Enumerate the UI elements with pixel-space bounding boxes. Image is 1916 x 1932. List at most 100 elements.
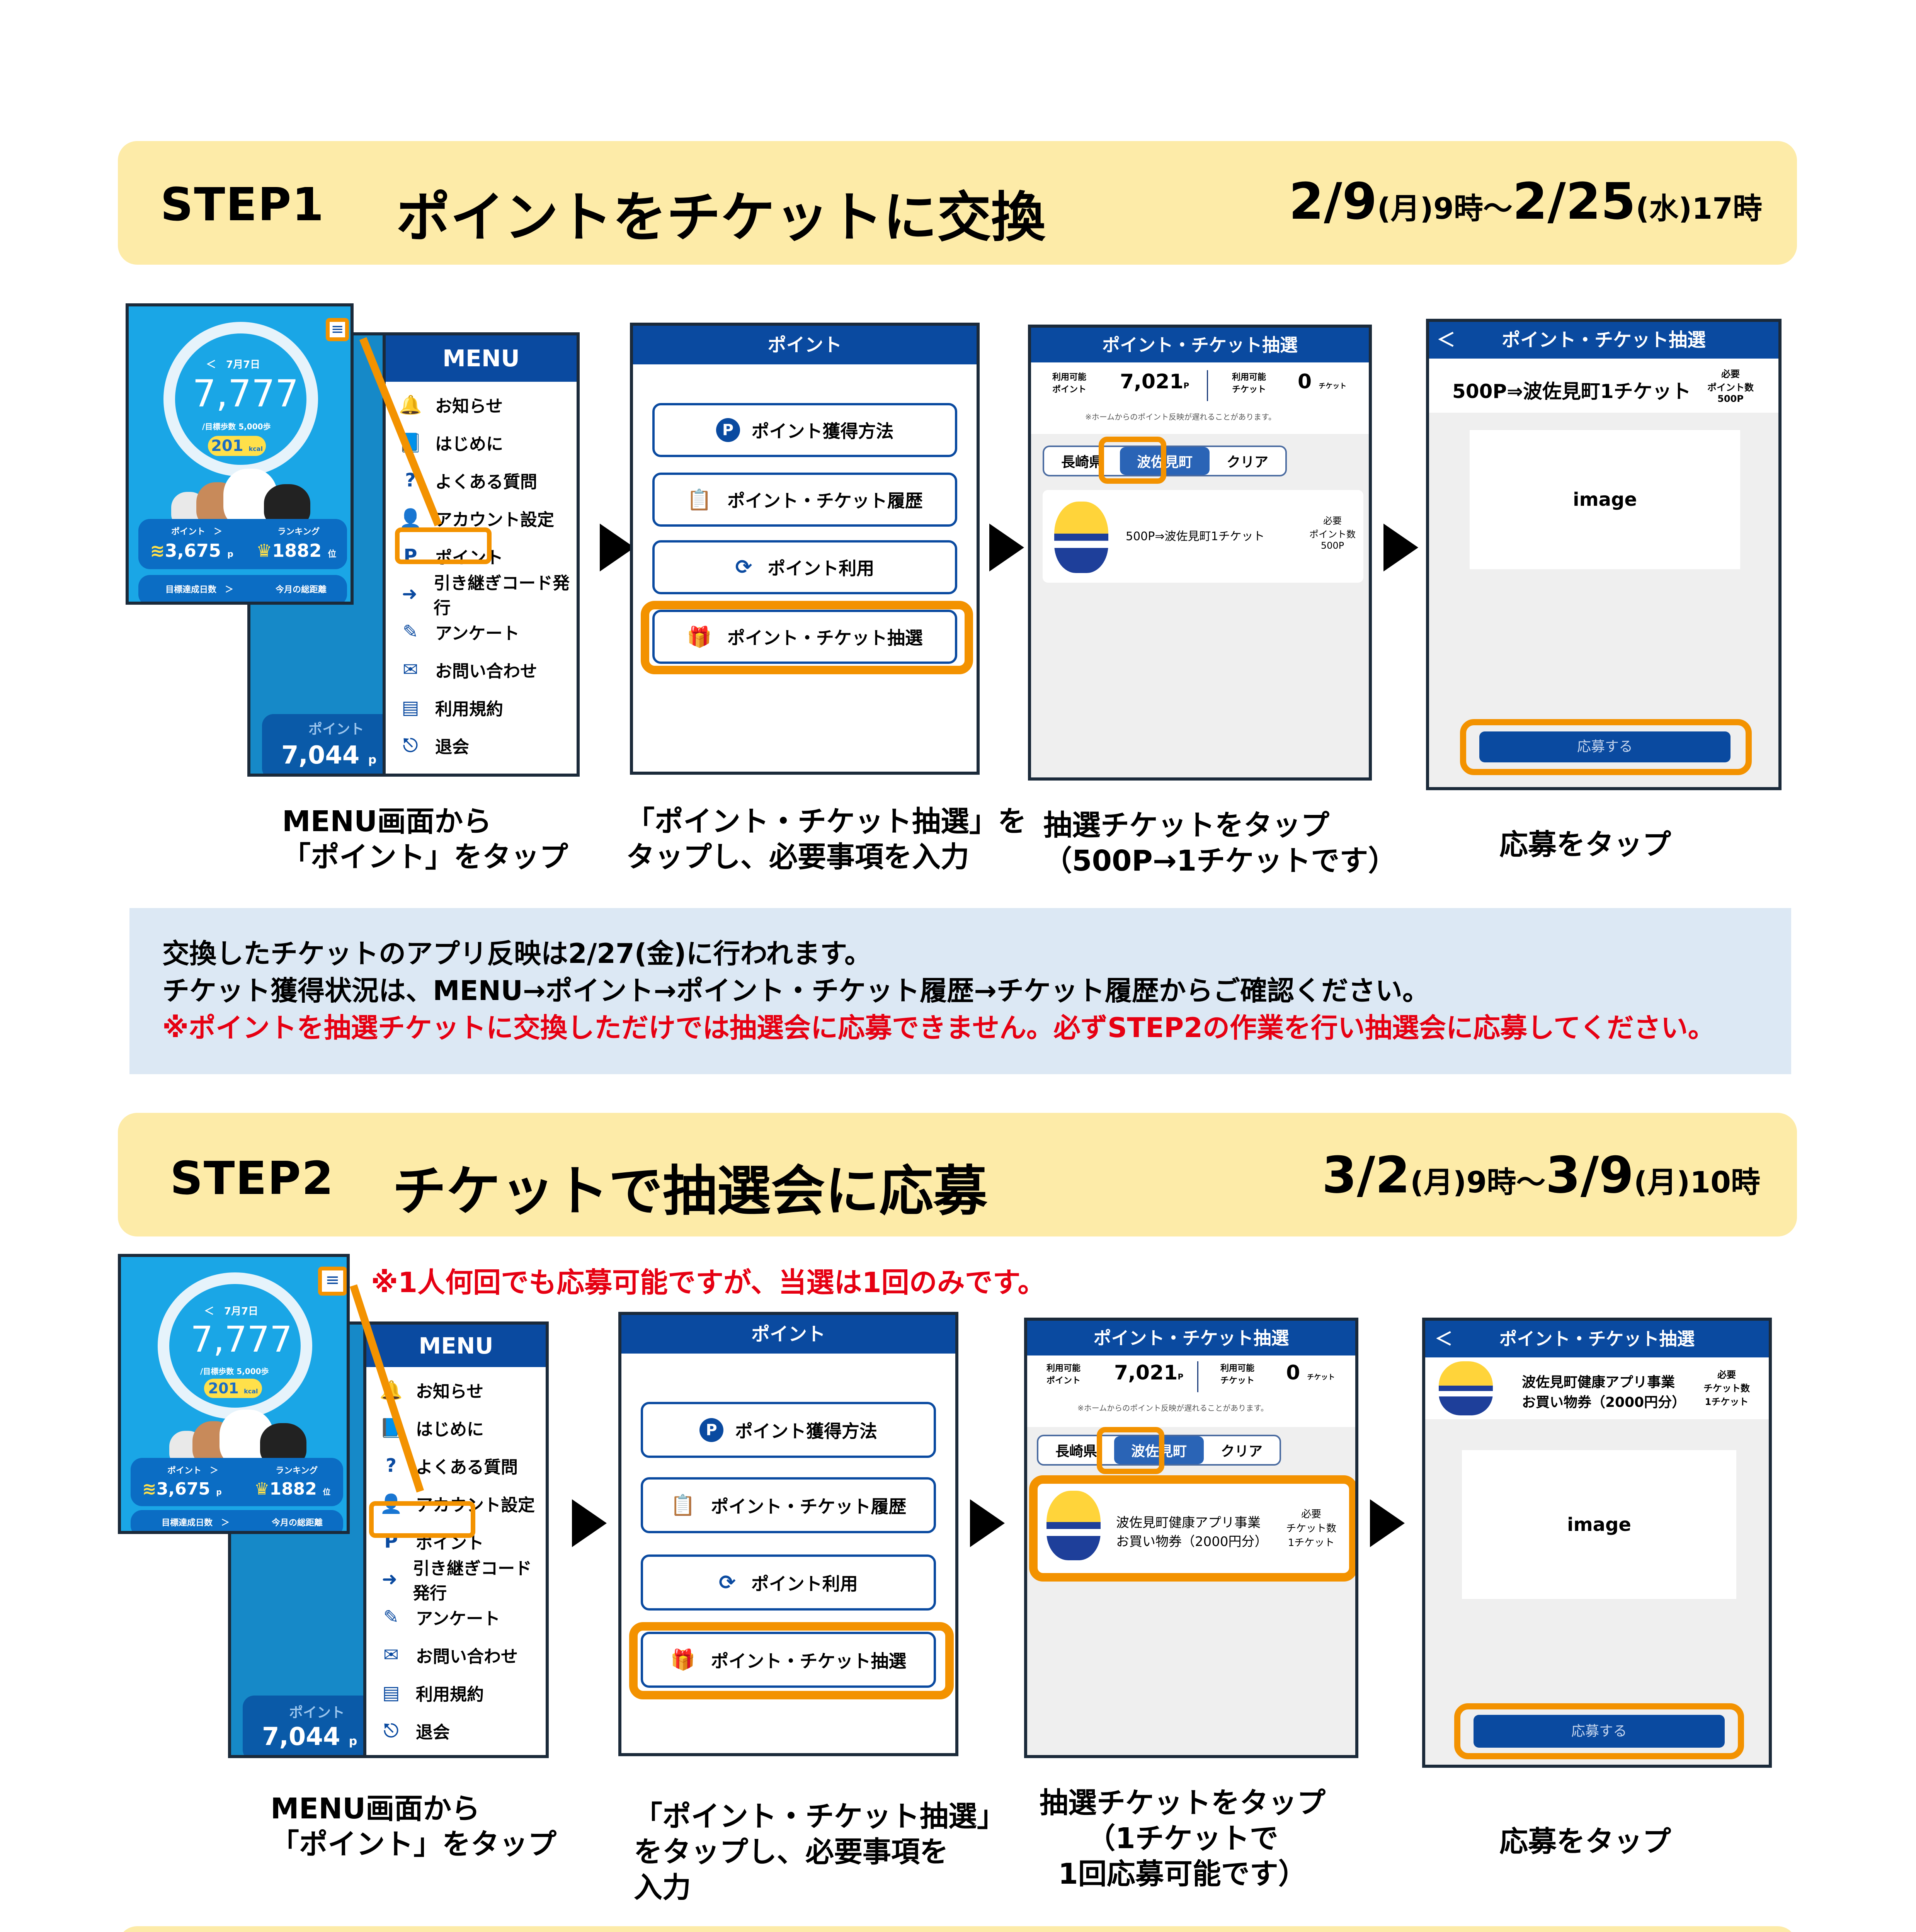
step1-header: STEP1 ポイントをチケットに交換 2/9(月)9時～2/25(水)17時 (118, 141, 1797, 265)
menu-item-label: はじめに (416, 1420, 484, 1439)
step1-caption-3: 抽選チケットをタップ （500P→1チケットです） (1043, 809, 1397, 878)
mail-icon: ✉ (402, 659, 419, 680)
transfer-icon: ➜ (402, 583, 418, 605)
menu-item-label: 利用規約 (435, 699, 503, 719)
tab-nagasaki[interactable]: 長崎県 (1055, 1444, 1098, 1459)
menu-item-label: アンケート (435, 624, 520, 643)
exit-icon: ⎋ (384, 1719, 398, 1742)
menu-point-highlight (395, 527, 492, 564)
menu-item-label: お問い合わせ (435, 662, 537, 681)
refresh-icon: ⟳ (735, 556, 752, 579)
mascot-image (1054, 502, 1108, 573)
step2-caption-1: MENU画面から 「ポイント」をタップ (271, 1792, 556, 1861)
menu-item-3[interactable]: 👤 アカウント設定 (386, 499, 577, 537)
survey-icon: ✎ (383, 1606, 399, 1628)
ticket-item[interactable]: 500P⇒波佐見町1チケット 必要 ポイント数 500P (1043, 490, 1363, 583)
menu-item-9[interactable]: ⎋ 退会 (366, 1712, 546, 1750)
prize-image-placeholder: image (1462, 1450, 1736, 1599)
menu-item-6[interactable]: ✎ アンケート (366, 1598, 546, 1636)
survey-icon: ✎ (402, 621, 419, 643)
menu-item-5[interactable]: ➜ 引き継ぎコード発行 (386, 573, 577, 618)
menu-item-2[interactable]: ? よくある質問 (366, 1447, 546, 1485)
point-use-button[interactable]: ⟳ポイント利用 (652, 540, 957, 594)
point-use-button[interactable]: ⟳ポイント利用 (641, 1554, 936, 1611)
point-ticket-history-button[interactable]: 📋ポイント・チケット履歴 (652, 473, 957, 527)
step1-label: STEP1 (160, 178, 325, 231)
step3-header: STEP3 当選結果を確認 3/13(金)9時 (118, 1926, 1797, 1932)
terms-icon: ▤ (402, 697, 419, 718)
tab-clear[interactable]: クリア (1221, 1444, 1263, 1459)
tab-nagasaki[interactable]: 長崎県 (1061, 454, 1103, 470)
step1-lottery-screen: ポイント・チケット抽選 利用可能 ポイント 7,021P 利用可能 チケット 0… (1028, 325, 1372, 781)
back-icon[interactable]: ＜ (1435, 1328, 1453, 1349)
menu-item-label: お問い合わせ (416, 1647, 518, 1667)
menu-item-0[interactable]: 🔔 お知らせ (386, 386, 577, 423)
clipboard-icon: 📋 (687, 488, 712, 512)
bell-icon: 🔔 (399, 394, 422, 416)
menu-item-label: よくある質問 (416, 1458, 518, 1477)
menu-item-1[interactable]: 📘はじめに (386, 423, 577, 461)
menu-item-label: はじめに (435, 434, 503, 454)
step2-label: STEP2 (170, 1151, 334, 1205)
menu-item-8[interactable]: ▤ 利用規約 (386, 689, 577, 726)
next-arrow-icon (989, 524, 1024, 571)
menu-item-label: アンケート (416, 1609, 500, 1629)
menu-item-label: よくある質問 (435, 472, 537, 492)
mascot-image (1439, 1361, 1493, 1415)
step2-caption-4: 応募をタップ (1499, 1825, 1671, 1858)
menu-item-7[interactable]: ✉ お問い合わせ (386, 651, 577, 689)
menu-item-7[interactable]: ✉ お問い合わせ (366, 1636, 546, 1674)
next-arrow-icon (1383, 524, 1418, 571)
notice-box: 交換したチケットのアプリ反映は2/27(金)に行われます。 チケット獲得状況は、… (129, 908, 1791, 1074)
menu-item-label: 利用規約 (416, 1685, 484, 1704)
menu-item-2[interactable]: ?よくある質問 (386, 461, 577, 499)
step2-date: 3/2(月)9時～3/9(月)10時 (1322, 1146, 1760, 1204)
gift-icon: 🎁 (687, 625, 712, 649)
step1-date: 2/9(月)9時～2/25(水)17時 (1289, 172, 1762, 231)
menu-hamburger-icon[interactable]: ≡ (326, 318, 349, 341)
menu-hamburger-icon[interactable]: ≡ (318, 1267, 347, 1296)
menu-item-label: ポイント (435, 548, 503, 568)
mascot-image (1046, 1491, 1101, 1560)
menu-item-8[interactable]: ▤利用規約 (366, 1674, 546, 1712)
point-icon: P (716, 418, 740, 442)
menu-item-5[interactable]: ➜引き継ぎコード発行 (366, 1559, 546, 1603)
step2-home-screen: ≡ ＜ 7月7日 7,777 /目標歩数 5,000歩 201 kcal ポイン… (118, 1254, 350, 1534)
menu-list: 🔔お知らせ📘はじめに?よくある質問👤アカウント設定Pポイント➜引き継ぎコード発行… (366, 1367, 546, 1750)
exit-icon: ⎋ (403, 734, 418, 756)
tab-clear[interactable]: クリア (1227, 454, 1269, 470)
step1-detail-screen: ＜ ポイント・チケット抽選 500P⇒波佐見町1チケット 必要 ポイント数 50… (1426, 319, 1782, 790)
point-ticket-lottery-button[interactable]: 🎁ポイント・チケット抽選 (652, 610, 957, 664)
next-arrow-icon (970, 1499, 1005, 1547)
question-icon: ? (386, 1455, 396, 1476)
back-icon[interactable]: ＜ (1437, 329, 1456, 351)
apply-button[interactable]: 応募する (1474, 1715, 1725, 1748)
menu-item-6[interactable]: ✎ アンケート (386, 613, 577, 651)
point-ticket-history-button[interactable]: 📋ポイント・チケット履歴 (641, 1477, 936, 1533)
point-ticket-lottery-button[interactable]: 🎁ポイント・チケット抽選 (641, 1632, 936, 1688)
menu-item-label: お知らせ (435, 396, 503, 416)
user-icon: 👤 (399, 507, 422, 529)
ticket-item[interactable]: 波佐見町健康アプリ事業 お買い物券（2000円分） 必要 チケット数 1チケット (1037, 1483, 1350, 1574)
menu-item-label: 引き継ぎコード発行 (434, 573, 570, 618)
step2-menu-screen: MENU 🔔お知らせ📘はじめに?よくある質問👤アカウント設定Pポイント➜引き継ぎ… (363, 1321, 549, 1758)
next-arrow-icon (1370, 1499, 1405, 1547)
menu-title: MENU (386, 335, 577, 382)
step2-detail-screen: ＜ ポイント・チケット抽選 波佐見町健康アプリ事業 お買い物券（2000円分） … (1422, 1318, 1772, 1768)
menu-item-label: アカウント設定 (435, 510, 554, 530)
menu-item-label: 退会 (416, 1723, 450, 1742)
mail-icon: ✉ (383, 1644, 399, 1666)
lottery-title: ポイント・チケット抽選 (1031, 328, 1369, 362)
step2-caption-2: 「ポイント・チケット抽選」 をタップし、必要事項を 入力 (634, 1800, 1006, 1904)
step2-caption-3: 抽選チケットをタップ （1チケットで 1回応募可能です） (1040, 1786, 1326, 1891)
step2-title: チケットで抽選会に応募 (392, 1160, 988, 1223)
menu-item-9[interactable]: ⎋退会 (386, 726, 577, 764)
point-title: ポイント (633, 326, 977, 364)
apply-button[interactable]: 応募する (1479, 731, 1731, 762)
step1-home-screen: ≡ ＜ 7月7日 7,777 /目標歩数 5,000歩 201 kcal ポイン… (126, 303, 354, 605)
